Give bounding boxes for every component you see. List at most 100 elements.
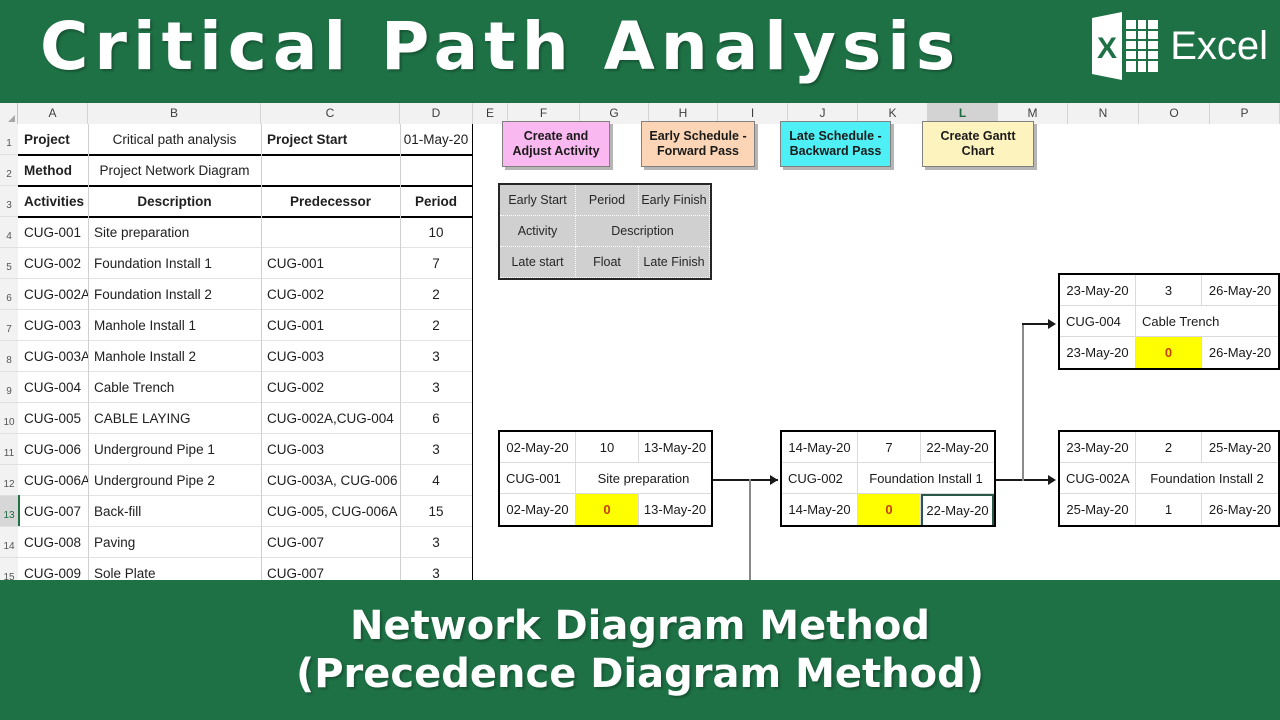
table-row[interactable]: 3 — [432, 379, 440, 395]
column-header-p[interactable]: P — [1210, 103, 1280, 124]
table-row[interactable]: Manhole Install 2 — [94, 348, 197, 364]
column-header-d[interactable]: D — [400, 103, 473, 124]
cell-grid[interactable]: Project Critical path analysis Project S… — [18, 124, 1280, 580]
table-row[interactable]: CUG-002 — [267, 379, 325, 395]
table-row[interactable]: 15 — [428, 503, 444, 519]
column-header-row[interactable]: A B C D E F G H I J K L M N O P — [0, 103, 1280, 124]
create-and-adjust-activity-button[interactable]: Create and Adjust Activity — [502, 121, 610, 167]
table-header-description[interactable]: Description — [137, 193, 212, 209]
column-header-a[interactable]: A — [18, 103, 88, 124]
table-row[interactable]: 3 — [432, 534, 440, 550]
table-row[interactable]: Foundation Install 2 — [94, 286, 212, 302]
network-node-cug-002[interactable]: 14-May-20 7 22-May-20 CUG-002 Foundation… — [780, 430, 996, 527]
table-row[interactable]: 6 — [432, 410, 440, 426]
row-header-6[interactable]: 6 — [0, 279, 18, 310]
network-node-cug-002a[interactable]: 23-May-20 2 25-May-20 CUG-002A Foundatio… — [1058, 430, 1280, 527]
column-header-m[interactable]: M — [998, 103, 1068, 124]
table-row[interactable]: 3 — [432, 565, 440, 581]
row-header-13[interactable]: 13 — [0, 496, 18, 527]
table-row[interactable]: 7 — [432, 255, 440, 271]
row-header-3[interactable]: 3 — [0, 186, 18, 217]
column-header-g[interactable]: G — [580, 103, 649, 124]
cell-a1[interactable]: Project — [24, 131, 70, 147]
row-header-5[interactable]: 5 — [0, 248, 18, 279]
column-header-j[interactable]: J — [788, 103, 858, 124]
table-row[interactable]: CUG-003A, CUG-006 — [267, 472, 398, 488]
table-row[interactable]: CUG-003A — [24, 348, 88, 364]
table-row[interactable]: 2 — [432, 286, 440, 302]
table-row[interactable]: CUG-004 — [24, 379, 82, 395]
table-row[interactable]: CUG-006A — [24, 472, 88, 488]
create-gantt-chart-button[interactable]: Create Gantt Chart — [922, 121, 1034, 167]
row-header-7[interactable]: 7 — [0, 310, 18, 341]
table-row[interactable]: CUG-001 — [267, 255, 325, 271]
table-row[interactable]: Paving — [94, 534, 136, 550]
table-row[interactable]: 3 — [432, 348, 440, 364]
table-row[interactable]: CUG-009 — [24, 565, 82, 581]
cell-b2[interactable]: Project Network Diagram — [99, 162, 250, 178]
row-header-2[interactable]: 2 — [0, 155, 18, 186]
network-node-cug-001[interactable]: 02-May-20 10 13-May-20 CUG-001 Site prep… — [498, 430, 713, 527]
row-header-15[interactable]: 15 — [0, 558, 18, 580]
row-header-gutter[interactable]: 1 2 3 4 5 6 7 8 9 10 11 12 13 14 15 — [0, 124, 18, 580]
column-header-b[interactable]: B — [88, 103, 261, 124]
table-row[interactable]: CUG-002A,CUG-004 — [267, 410, 394, 426]
row-header-9[interactable]: 9 — [0, 372, 18, 403]
table-row[interactable]: CUG-003 — [267, 441, 325, 457]
table-row[interactable]: CUG-003 — [24, 317, 82, 333]
table-row[interactable]: Sole Plate — [94, 565, 156, 581]
table-row[interactable]: 3 — [432, 441, 440, 457]
column-header-f[interactable]: F — [508, 103, 580, 124]
select-all-corner[interactable] — [0, 103, 18, 124]
table-row[interactable]: CUG-001 — [267, 317, 325, 333]
table-header-period[interactable]: Period — [414, 193, 457, 209]
row-header-10[interactable]: 10 — [0, 403, 18, 434]
table-header-predecessor[interactable]: Predecessor — [289, 193, 372, 209]
row-header-8[interactable]: 8 — [0, 341, 18, 372]
column-header-e[interactable]: E — [473, 103, 508, 124]
cell-c1[interactable]: Project Start — [267, 131, 348, 147]
table-row[interactable]: 2 — [432, 317, 440, 333]
table-row[interactable]: CUG-002 — [267, 286, 325, 302]
table-row[interactable]: CUG-007 — [267, 565, 325, 581]
column-header-n[interactable]: N — [1068, 103, 1139, 124]
row-header-11[interactable]: 11 — [0, 434, 18, 465]
table-row[interactable]: CUG-007 — [24, 503, 82, 519]
table-row[interactable]: Back-fill — [94, 503, 142, 519]
table-row[interactable] — [261, 217, 400, 247]
column-header-i[interactable]: I — [718, 103, 788, 124]
row-header-14[interactable]: 14 — [0, 527, 18, 558]
table-row[interactable]: Underground Pipe 2 — [94, 472, 215, 488]
table-row[interactable]: CUG-001 — [24, 224, 82, 240]
column-header-o[interactable]: O — [1139, 103, 1210, 124]
table-row[interactable]: CUG-005, CUG-006A — [267, 503, 398, 519]
table-row[interactable]: CUG-007 — [267, 534, 325, 550]
table-row[interactable]: CUG-008 — [24, 534, 82, 550]
table-row[interactable]: CUG-005 — [24, 410, 82, 426]
table-header-activities[interactable]: Activities — [24, 193, 85, 209]
network-node-cug-004[interactable]: 23-May-20 3 26-May-20 CUG-004 Cable Tren… — [1058, 273, 1280, 370]
early-schedule-forward-pass-button[interactable]: Early Schedule - Forward Pass — [641, 121, 755, 167]
column-header-c[interactable]: C — [261, 103, 400, 124]
table-row[interactable]: CUG-002 — [24, 255, 82, 271]
cell-d1[interactable]: 01-May-20 — [403, 131, 469, 147]
table-row[interactable]: 10 — [428, 224, 444, 240]
table-row[interactable]: CUG-003 — [267, 348, 325, 364]
node-late-finish[interactable]: 22-May-20 — [921, 494, 994, 525]
table-row[interactable]: Manhole Install 1 — [94, 317, 197, 333]
spreadsheet-area[interactable]: A B C D E F G H I J K L M N O P 1 2 3 4 … — [0, 103, 1280, 580]
cell-b1[interactable]: Critical path analysis — [112, 131, 237, 147]
table-row[interactable]: CUG-006 — [24, 441, 82, 457]
table-row[interactable]: 4 — [432, 472, 440, 488]
column-header-h[interactable]: H — [649, 103, 718, 124]
late-schedule-backward-pass-button[interactable]: Late Schedule - Backward Pass — [780, 121, 891, 167]
table-row[interactable]: Site preparation — [94, 224, 190, 240]
row-header-12[interactable]: 12 — [0, 465, 18, 496]
table-row[interactable]: CUG-002A — [24, 286, 88, 302]
table-row[interactable]: Underground Pipe 1 — [94, 441, 215, 457]
cell-a2[interactable]: Method — [24, 162, 72, 178]
row-header-4[interactable]: 4 — [0, 217, 18, 248]
table-row[interactable]: CABLE LAYING — [94, 410, 191, 426]
table-row[interactable]: Cable Trench — [94, 379, 175, 395]
row-header-1[interactable]: 1 — [0, 124, 18, 155]
